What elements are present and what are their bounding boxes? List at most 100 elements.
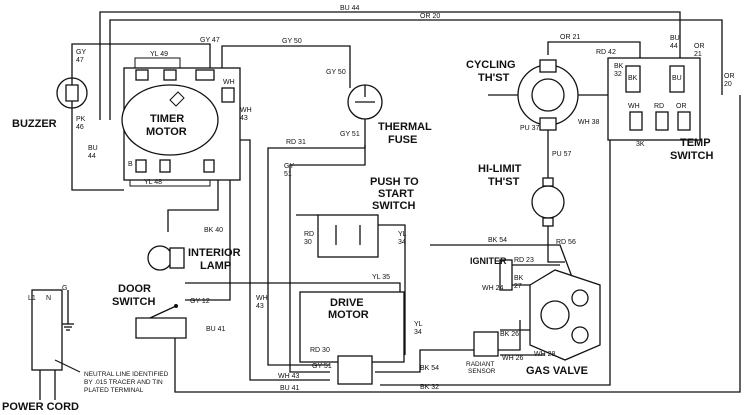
thermal-fuse: THERMAL FUSE — [347, 84, 432, 146]
wire-label: RD — [304, 231, 314, 238]
wire-label: OR — [724, 73, 735, 80]
wire-label: BU 41 — [206, 326, 226, 333]
wire-label: WH — [240, 107, 252, 114]
wire-label: BU 44 — [340, 5, 360, 12]
wire-label: 34 — [414, 329, 422, 336]
wire-label: GY 12 — [190, 298, 210, 305]
ts-3k-terminal: 3K — [636, 141, 645, 148]
drive-motor: DRIVE MOTOR — [299, 291, 405, 385]
ts-wh-terminal: WH — [628, 103, 640, 110]
temp-switch-label-1: TEMP — [680, 137, 711, 149]
thermal-fuse-label-1: THERMAL — [378, 121, 432, 133]
wire-label: BK — [614, 63, 624, 70]
wire-label: YL 35 — [372, 274, 390, 281]
timer-motor-label-1: TIMER — [150, 113, 184, 125]
ts-rd-terminal: RD — [654, 103, 664, 110]
wire-label: 46 — [76, 124, 84, 131]
wire-label: BK 40 — [204, 227, 223, 234]
neutral-note-3: PLATED TERMINAL — [84, 387, 144, 394]
power-cord: L1 N G POWER CORD NEUTRAL LINE IDENTIFIE… — [2, 285, 169, 413]
wire-label: BU — [670, 35, 680, 42]
door-switch: DOOR SWITCH — [112, 283, 187, 339]
door-switch-label-1: DOOR — [118, 283, 151, 295]
ts-bk-terminal: BK — [628, 75, 638, 82]
temp-switch-label-2: SWITCH — [670, 150, 713, 162]
wire-label: YL — [414, 321, 423, 328]
wire-label: 32 — [614, 71, 622, 78]
wire-label: PK — [76, 116, 86, 123]
wire-label: GY 51 — [340, 131, 360, 138]
radiant-sensor-label-2: SENSOR — [468, 368, 496, 375]
lamp-label-2: LAMP — [200, 260, 231, 272]
wire-label: RD 56 — [556, 239, 576, 246]
ts-or-terminal: OR — [676, 103, 687, 110]
timer-motor: TIMER MOTOR WH B — [121, 67, 241, 181]
wire-label: RD 31 — [286, 139, 306, 146]
wire-label: WH 26 — [502, 355, 524, 362]
wire-label: WH 38 — [578, 119, 600, 126]
pts-label-3: SWITCH — [372, 200, 415, 212]
timer-motor-label-2: MOTOR — [146, 126, 187, 138]
interior-lamp: INTERIOR LAMP — [147, 245, 241, 272]
drive-motor-label-2: MOTOR — [328, 309, 369, 321]
wire-label: BK — [514, 275, 524, 282]
cycling-thst-label-1: CYCLING — [466, 59, 516, 71]
gas-valve: GAS VALVE IGNITER RADIANT SENSOR — [466, 256, 601, 377]
hi-limit-label-2: TH'ST — [488, 176, 520, 188]
push-to-start-switch: PUSH TO START SWITCH — [317, 176, 419, 258]
wire-label: BU 41 — [280, 385, 300, 392]
wire-label: 47 — [76, 57, 84, 64]
door-switch-label-2: SWITCH — [112, 296, 155, 308]
lamp-label-1: INTERIOR — [188, 247, 241, 259]
wire-label: RD 30 — [310, 347, 330, 354]
cycling-thermostat: CYCLING TH'ST — [466, 59, 579, 131]
wire-label: BK 32 — [420, 384, 439, 391]
pc-g-terminal: G — [62, 285, 67, 292]
hi-limit-label-1: HI-LIMIT — [478, 163, 522, 175]
wire-labels: BU 44 OR 20 GY 47 GY 50 YL 49 GY 47 PK 4… — [76, 5, 735, 392]
hi-limit-thermostat: HI-LIMIT TH'ST — [478, 163, 565, 227]
igniter-label: IGNITER — [470, 256, 507, 266]
timer-b-terminal: B — [128, 161, 133, 168]
pts-label-1: PUSH TO — [370, 176, 419, 188]
wire-label: OR 21 — [560, 34, 580, 41]
wire-label: PU 37 — [520, 125, 540, 132]
wire-label: 44 — [88, 153, 96, 160]
wire-label: WH 24 — [482, 285, 504, 292]
wire-label: GY 47 — [200, 37, 220, 44]
wire-label: GY 50 — [326, 69, 346, 76]
ts-bu-terminal: BU — [672, 75, 682, 82]
neutral-note-1: NEUTRAL LINE IDENTIFIED — [84, 371, 169, 378]
wire-label: WH — [256, 295, 268, 302]
radiant-sensor-label-1: RADIANT — [466, 361, 495, 368]
wire-label: GY — [284, 163, 294, 170]
pc-l1-terminal: L1 — [28, 295, 36, 302]
wire-label: 44 — [670, 43, 678, 50]
wire-label: BK 54 — [420, 365, 439, 372]
gas-valve-label: GAS VALVE — [526, 365, 588, 377]
drive-motor-label-1: DRIVE — [330, 297, 364, 309]
wire-label: OR — [694, 43, 705, 50]
pts-label-2: START — [378, 188, 414, 200]
wire-label: 34 — [398, 239, 406, 246]
buzzer-label: BUZZER — [12, 118, 57, 130]
wire-label: RD 42 — [596, 49, 616, 56]
wire-label: 43 — [256, 303, 264, 310]
wire-label: GY 50 — [282, 38, 302, 45]
wire-label: 43 — [240, 115, 248, 122]
wire-label: 30 — [304, 239, 312, 246]
wire-label: WH 28 — [534, 351, 556, 358]
wire-label: 21 — [694, 51, 702, 58]
timer-wh-terminal: WH — [223, 79, 235, 86]
wire-label: BU — [88, 145, 98, 152]
thermal-fuse-label-2: FUSE — [388, 134, 417, 146]
power-cord-label: POWER CORD — [2, 401, 79, 413]
wire-label: BK 26 — [500, 331, 519, 338]
neutral-note-2: BY .015 TRACER AND TIN — [84, 379, 163, 386]
wire-label: YL — [398, 231, 407, 238]
temp-switch: BK BU WH RD OR 3K TEMP SWITCH — [607, 57, 713, 162]
wire-label: OR 20 — [420, 13, 440, 20]
cycling-thst-label-2: TH'ST — [478, 72, 510, 84]
wire-label: RD 23 — [514, 257, 534, 264]
